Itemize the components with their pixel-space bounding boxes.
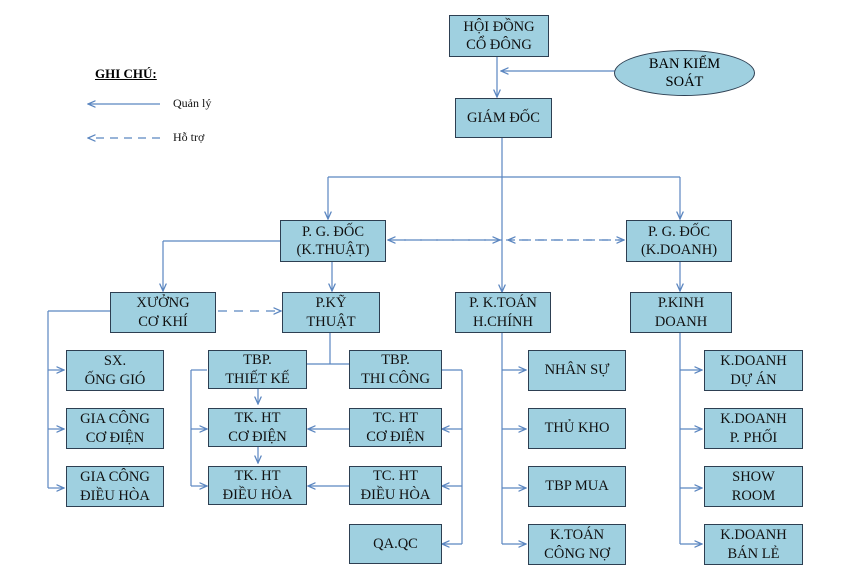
node-giam-doc: GIÁM ĐỐC <box>455 98 552 138</box>
node-xuong-co-khi: XƯỞNG CƠ KHÍ <box>110 292 216 333</box>
node-kd-du-an: K.DOANH DỰ ÁN <box>704 350 803 391</box>
node-tc-ht-co-dien: TC. HT CƠ ĐIỆN <box>349 408 442 447</box>
node-pgd-ky-thuat: P. G. ĐỐC (K.THUẬT) <box>280 220 386 262</box>
node-ban-kiem-soat: BAN KIỂM SOÁT <box>614 50 755 96</box>
node-thu-kho: THỦ KHO <box>528 408 626 449</box>
node-kd-p-phoi: K.DOANH P. PHỐI <box>704 408 803 449</box>
node-tbp-mua: TBP MUA <box>528 466 626 507</box>
node-gia-cong-co-dien: GIA CÔNG CƠ ĐIỆN <box>66 408 164 449</box>
node-p-ke-toan: P. K.TOÁN H.CHÍNH <box>455 292 551 333</box>
node-k-toan-cong-no: K.TOÁN CÔNG NỢ <box>528 524 626 565</box>
node-tbp-thi-cong: TBP. THI CÔNG <box>349 350 442 389</box>
node-tk-ht-co-dien: TK. HT CƠ ĐIỆN <box>208 408 307 447</box>
node-tbp-thiet-ke: TBP. THIẾT KẾ <box>208 350 307 389</box>
node-p-ky-thuat: P.KỸ THUẬT <box>282 292 380 333</box>
node-kd-ban-le: K.DOANH BÁN LẺ <box>704 524 803 565</box>
legend-title: GHI CHÚ: <box>95 66 157 81</box>
node-nhan-su: NHÂN SỰ <box>528 350 626 391</box>
legend-support-label: Hỗ trợ <box>173 130 205 144</box>
node-pgd-kinh-doanh: P. G. ĐỐC (K.DOANH) <box>626 220 732 262</box>
legend-manage-label: Quản lý <box>173 96 212 110</box>
node-tk-ht-dieu-hoa: TK. HT ĐIỀU HÒA <box>208 466 307 505</box>
node-show-room: SHOW ROOM <box>704 466 803 507</box>
node-tc-ht-dieu-hoa: TC. HT ĐIỀU HÒA <box>349 466 442 505</box>
node-sx-ong-gio: SX. ỐNG GIÓ <box>66 350 164 391</box>
node-qa-qc: QA.QC <box>349 524 442 564</box>
node-hoi-dong-co-dong: HỘI ĐỒNG CỔ ĐÔNG <box>449 15 549 57</box>
node-p-kinh-doanh: P.KINH DOANH <box>630 292 732 333</box>
node-gia-cong-dieu-hoa: GIA CÔNG ĐIỀU HÒA <box>66 466 164 507</box>
